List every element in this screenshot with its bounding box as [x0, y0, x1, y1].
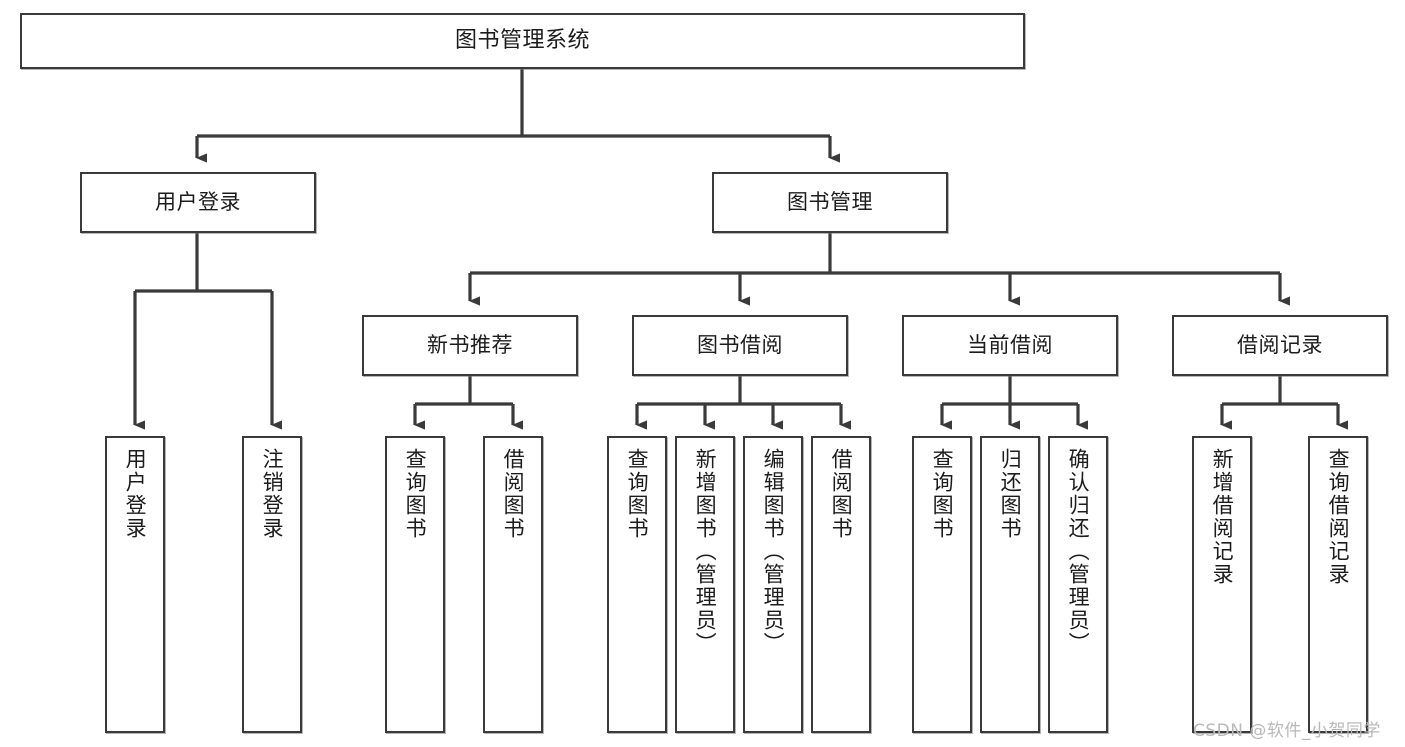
node-label: 图书借阅	[697, 332, 783, 357]
node-label: 注销登录	[260, 448, 285, 540]
node-label: 确认归还（管理员）	[1066, 448, 1091, 655]
leaf-logout-login[interactable]: 注销登录	[242, 436, 302, 733]
node-label: 借阅记录	[1237, 332, 1323, 357]
leaf-add-record[interactable]: 新增借阅记录	[1192, 436, 1252, 733]
node-book-manage[interactable]: 图书管理	[712, 172, 948, 233]
leaf-edit-book[interactable]: 编辑图书（管理员）	[743, 436, 803, 733]
node-label: 用户登录	[155, 189, 241, 214]
node-book-borrow[interactable]: 图书借阅	[632, 315, 848, 376]
node-label: 归还图书	[998, 448, 1023, 540]
node-label: 图书管理	[787, 189, 873, 214]
node-label: 新增图书（管理员）	[693, 448, 718, 655]
node-label: 编辑图书（管理员）	[761, 448, 786, 655]
leaf-borrow-book-2[interactable]: 借阅图书	[811, 436, 871, 733]
leaf-confirm-return[interactable]: 确认归还（管理员）	[1048, 436, 1108, 733]
node-label: 当前借阅	[967, 332, 1053, 357]
leaf-query-book-1[interactable]: 查询图书	[385, 436, 445, 733]
node-label: 图书管理系统	[454, 27, 590, 53]
leaf-borrow-book-1[interactable]: 借阅图书	[483, 436, 543, 733]
node-label: 借阅图书	[501, 448, 526, 540]
leaf-add-book[interactable]: 新增图书（管理员）	[675, 436, 735, 733]
node-root-system[interactable]: 图书管理系统	[20, 13, 1025, 69]
node-label: 查询借阅记录	[1326, 448, 1351, 586]
node-label: 用户登录	[123, 448, 148, 540]
csdn-watermark: CSDN @软件_小贺同学	[1193, 721, 1381, 741]
leaf-query-record[interactable]: 查询借阅记录	[1308, 436, 1368, 733]
leaf-query-book-3[interactable]: 查询图书	[912, 436, 972, 733]
node-label: 查询图书	[403, 448, 428, 540]
node-label: 查询图书	[625, 448, 650, 540]
node-label: 查询图书	[930, 448, 955, 540]
node-user-login[interactable]: 用户登录	[80, 172, 316, 233]
node-borrow-record[interactable]: 借阅记录	[1172, 315, 1388, 376]
node-current-borrow[interactable]: 当前借阅	[902, 315, 1118, 376]
node-label: 新增借阅记录	[1210, 448, 1235, 586]
node-label: 新书推荐	[427, 332, 513, 357]
leaf-user-login[interactable]: 用户登录	[105, 436, 165, 733]
leaf-return-book[interactable]: 归还图书	[980, 436, 1040, 733]
node-new-book-recommend[interactable]: 新书推荐	[362, 315, 578, 376]
leaf-query-book-2[interactable]: 查询图书	[607, 436, 667, 733]
node-label: 借阅图书	[829, 448, 854, 540]
